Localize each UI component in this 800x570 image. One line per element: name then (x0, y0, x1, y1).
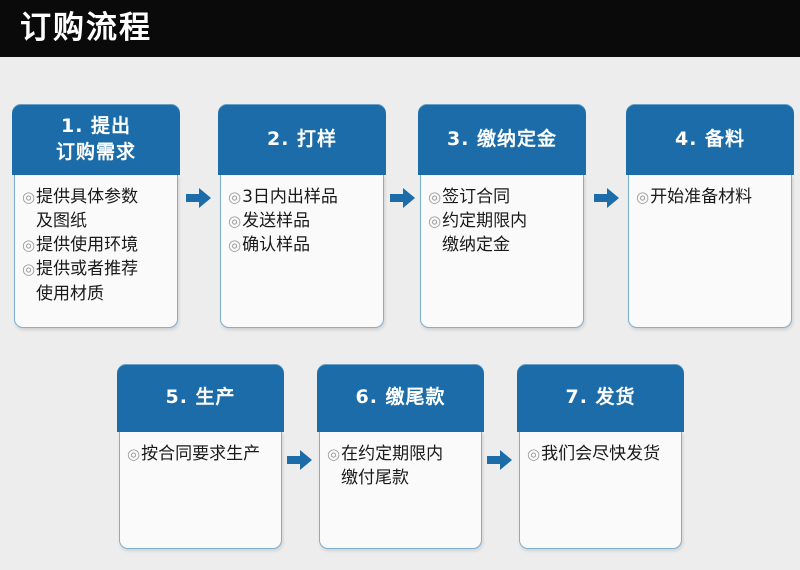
process-step-header: 5. 生产 (117, 364, 284, 432)
process-step-body: ◎提供具体参数及图纸◎提供使用环境◎提供或者推荐使用材质 (14, 175, 178, 328)
process-step-bullet-text: 我们会尽快发货 (541, 444, 661, 464)
bullet-circle-icon: ◎ (428, 188, 442, 206)
process-step-bullet-item: ◎提供或者推荐 (22, 257, 171, 281)
process-step-title-line: 7. 发货 (565, 386, 636, 409)
process-step-bullet-item: ◎在约定期限内 (327, 442, 475, 466)
process-step-header: 7. 发货 (517, 364, 684, 432)
process-step-bullet-item-continuation: 缴付尾款 (327, 466, 475, 490)
process-step-bullet-text: 确认样品 (242, 235, 311, 256)
process-step-bullet-text: 提供使用环境 (36, 235, 139, 256)
process-step-bullet-text: 及图纸 (36, 211, 87, 232)
process-step-card: 2. 打样◎3日内出样品◎发送样品◎确认样品 (218, 104, 386, 328)
process-step-title-line: 订购需求 (55, 140, 136, 163)
process-step-bullet-text: 提供具体参数 (36, 187, 139, 207)
process-step-card: 3. 缴纳定金◎签订合同◎约定期限内缴纳定金 (418, 104, 586, 328)
page-title: 订购流程 (20, 10, 152, 46)
process-step-bullet-text: 发送样品 (242, 211, 311, 232)
process-step-bullet-item: ◎约定期限内 (428, 209, 577, 233)
process-step-bullet-text: 按合同要求生产 (141, 444, 261, 464)
process-step-body: ◎开始准备材料 (628, 175, 792, 328)
process-step-body: ◎在约定期限内缴付尾款 (319, 432, 482, 549)
bullet-circle-icon: ◎ (527, 445, 541, 463)
process-step-header: 4. 备料 (626, 104, 794, 175)
process-step-bullet-text: 开始准备材料 (650, 187, 753, 207)
process-step-bullet-text: 缴付尾款 (341, 468, 409, 489)
bullet-circle-icon: ◎ (428, 212, 442, 231)
process-step-title-line: 6. 缴尾款 (355, 386, 446, 409)
process-step-bullet-item: ◎我们会尽快发货 (527, 442, 675, 466)
process-step-bullet-item-continuation: 使用材质 (22, 282, 171, 306)
bullet-circle-icon: ◎ (127, 445, 141, 463)
process-step-bullet-text: 签订合同 (442, 187, 511, 207)
process-step-bullet-text: 提供或者推荐 (36, 259, 139, 280)
flow-arrow-right-icon (594, 187, 620, 209)
flow-arrow-right-icon (186, 187, 212, 209)
process-step-title-line: 2. 打样 (266, 127, 338, 150)
process-step-card: 7. 发货 ◎我们会尽快发货 (517, 364, 684, 549)
bullet-circle-icon: ◎ (327, 445, 341, 463)
process-step-bullet-text: 在约定期限内 (341, 444, 444, 464)
process-step-bullet-item-continuation: 及图纸 (22, 209, 171, 233)
flow-arrow-right-icon (390, 187, 416, 209)
process-step-bullet-text: 缴纳定金 (442, 235, 510, 256)
process-step-bullet-item: ◎提供具体参数 (22, 185, 171, 209)
process-step-bullet-item: ◎提供使用环境 (22, 233, 171, 257)
bullet-circle-icon: ◎ (22, 188, 36, 206)
process-step-card: 5. 生产 ◎按合同要求生产 (117, 364, 284, 549)
process-step-title-line: 5. 生产 (165, 386, 236, 409)
process-step-card: 1. 提出订购需求◎提供具体参数及图纸◎提供使用环境◎提供或者推荐使用材质 (12, 104, 180, 328)
process-step-bullet-text: 约定期限内 (442, 211, 528, 232)
bullet-circle-icon: ◎ (22, 260, 36, 279)
process-step-bullet-item-continuation: 缴纳定金 (428, 233, 577, 257)
process-step-card: 6. 缴尾款 ◎在约定期限内缴付尾款 (317, 364, 484, 549)
page-header-bar: 订购流程 (0, 0, 800, 57)
bullet-circle-icon: ◎ (22, 236, 36, 255)
process-step-bullet-item: ◎确认样品 (228, 233, 377, 257)
process-step-header: 1. 提出订购需求 (12, 104, 180, 175)
process-step-bullet-item: ◎发送样品 (228, 209, 377, 233)
bullet-circle-icon: ◎ (228, 212, 242, 231)
process-step-title-line: 4. 备料 (674, 127, 746, 150)
process-step-card: 4. 备料 ◎开始准备材料 (626, 104, 794, 328)
process-step-body: ◎按合同要求生产 (119, 432, 282, 549)
process-step-bullet-text: 3日内出样品 (242, 187, 338, 207)
bullet-circle-icon: ◎ (228, 236, 242, 255)
bullet-circle-icon: ◎ (228, 188, 242, 206)
process-step-body: ◎3日内出样品◎发送样品◎确认样品 (220, 175, 384, 328)
process-step-bullet-item: ◎开始准备材料 (636, 185, 785, 209)
process-step-title-line: 1. 提出 (60, 115, 132, 138)
process-step-title-line: 3. 缴纳定金 (446, 127, 558, 150)
process-step-header: 3. 缴纳定金 (418, 104, 586, 175)
process-step-bullet-item: ◎签订合同 (428, 185, 577, 209)
flow-arrow-right-icon (287, 449, 313, 471)
process-step-header: 2. 打样 (218, 104, 386, 175)
flow-arrow-right-icon (487, 449, 513, 471)
process-step-bullet-item: ◎按合同要求生产 (127, 442, 275, 466)
process-step-body: ◎我们会尽快发货 (519, 432, 682, 549)
process-step-body: ◎签订合同◎约定期限内缴纳定金 (420, 175, 584, 328)
process-step-bullet-item: ◎3日内出样品 (228, 185, 377, 209)
bullet-circle-icon: ◎ (636, 188, 650, 206)
process-step-header: 6. 缴尾款 (317, 364, 484, 432)
process-step-bullet-text: 使用材质 (36, 283, 104, 304)
